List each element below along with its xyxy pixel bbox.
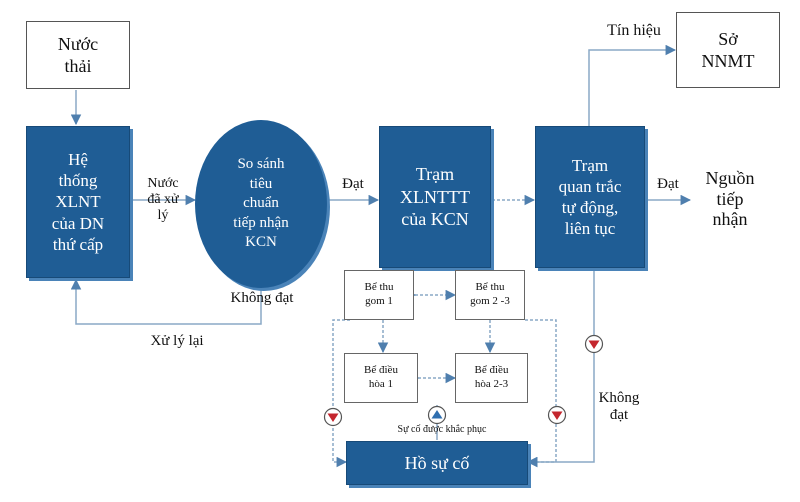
valve-down-icon [547,405,567,425]
node-be-dieu-hoa-1: Bể điều hòa 1 [344,353,418,403]
node-nguon-tiep-nhan: Nguồn tiếp nhận [705,168,755,230]
edge-tin-hieu [588,44,677,126]
node-be-thu-gom-2-3: Bể thu gom 2 -3 [455,270,525,320]
node-tram-xlnttt: Trạm XLNTTT của KCN [379,126,491,268]
node-so-nnmt: Sở NNMT [676,12,780,88]
node-ho-su-co: Hồ sự cố [346,441,528,485]
label-dat-2: Đạt [657,176,679,192]
valve-down-icon [323,407,343,427]
edge-xu-ly-lai [70,278,262,325]
edge-khong-dat-down [526,268,595,468]
node-be-thu-gom-1: Bể thu gom 1 [344,270,414,320]
label-su-co-khac-phuc: Sự cố được khắc phục [397,424,487,435]
node-nuoc-thai: Nước thải [26,21,130,89]
label-khong-dat-2: Không đạt [598,390,640,424]
valve-up-icon [427,405,447,425]
label-dat-1: Đạt [342,176,364,192]
valve-down-icon [584,334,604,354]
label-nuoc-da-xu-ly: Nước đã xử lý [147,176,179,224]
node-so-sanh-tieu-chuan: So sánh tiêu chuẩn tiếp nhận KCN [195,120,327,288]
node-he-thong-xlnt: Hệ thống XLNT của DN thứ cấp [26,126,130,278]
label-xu-ly-lai: Xử lý lại [150,333,204,349]
label-tin-hieu: Tín hiệu [607,22,661,39]
label-khong-dat-1: Không đạt [230,290,294,306]
node-be-dieu-hoa-2-3: Bể điều hòa 2-3 [455,353,528,403]
edge-bypass-left [332,319,350,468]
edge-bypass-right [525,319,557,468]
node-tram-quan-trac: Trạm quan trắc tự động, liên tục [535,126,645,268]
